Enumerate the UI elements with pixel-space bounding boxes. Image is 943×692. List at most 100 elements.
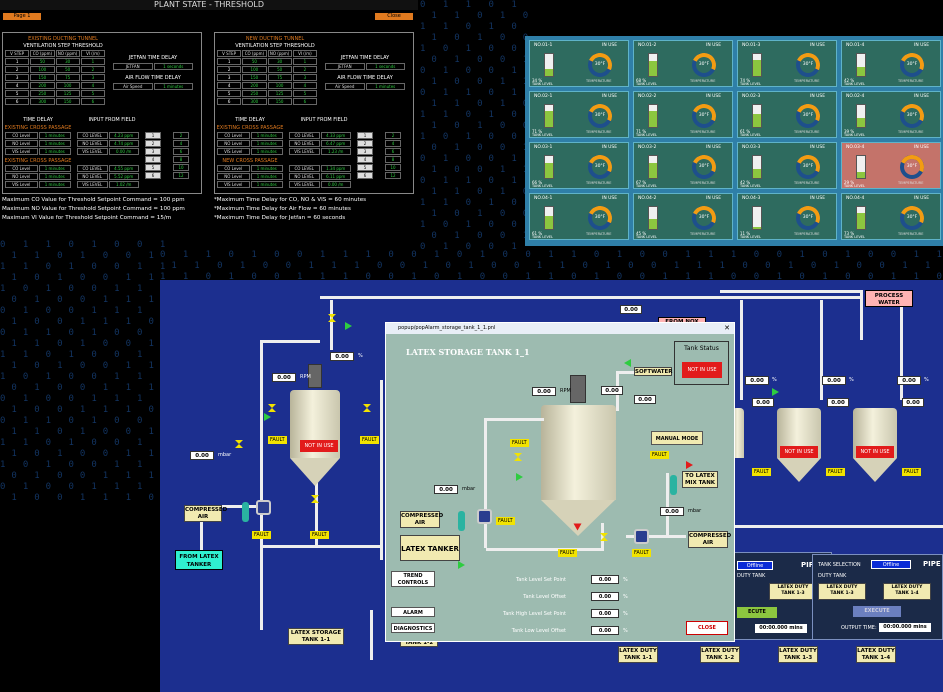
setpoint-input[interactable]: 0.00 <box>591 626 619 635</box>
pump-icon[interactable] <box>477 509 492 524</box>
jetfan-value[interactable]: 1 seconds <box>365 63 405 70</box>
table-cell[interactable]: 5 <box>80 90 105 97</box>
param-value[interactable]: 1 minutes <box>38 165 71 172</box>
param-value[interactable]: 1 minutes <box>38 173 71 180</box>
table-cell[interactable]: 6 <box>80 98 105 105</box>
param-value[interactable]: 1 minutes <box>250 181 283 188</box>
jetfan-value[interactable]: 1 seconds <box>153 63 193 70</box>
param-value[interactable]: 1 minutes <box>38 132 71 139</box>
table-cell[interactable]: 100 <box>242 66 267 73</box>
setpoint-input[interactable]: 0.00 <box>591 575 619 584</box>
pump-icon[interactable] <box>634 529 649 544</box>
popup-titlebar[interactable]: popup/popAlarm_storage_tank_1_1.pnl <box>386 323 734 334</box>
table-cell[interactable]: 75 <box>267 74 292 81</box>
table-cell[interactable]: 30 <box>55 58 80 65</box>
close-button[interactable]: Close <box>375 13 413 20</box>
table-cell[interactable]: 75 <box>55 74 80 81</box>
table-cell[interactable]: 150 <box>267 98 292 105</box>
pipe-2-execute-button[interactable]: EXECUTE <box>853 606 901 617</box>
valve-icon[interactable] <box>514 453 522 461</box>
table-cell[interactable]: 4 <box>80 82 105 89</box>
param-value[interactable]: 1 minutes <box>38 140 71 147</box>
table-cell[interactable]: 300 <box>242 98 267 105</box>
table-cell[interactable]: 150 <box>242 74 267 81</box>
table-cell[interactable]: 100 <box>55 82 80 89</box>
flow-arrow-icon <box>516 473 523 481</box>
param-value[interactable]: 1 minutes <box>250 148 283 155</box>
diagnostics-button[interactable]: DIAGNOSTICS <box>391 623 435 633</box>
table-cell[interactable]: 200 <box>30 82 55 89</box>
pipe-2-duty-b[interactable]: LATEX DUTY TANK 1-4 <box>883 583 931 600</box>
setpoint-input[interactable]: 0.00 <box>591 592 619 601</box>
param-value[interactable]: 1 minutes <box>38 181 71 188</box>
popup-close-button[interactable]: CLOSE <box>686 621 728 635</box>
table-cell[interactable]: 150 <box>30 74 55 81</box>
param-value[interactable]: 1 minutes <box>250 132 283 139</box>
table-cell[interactable]: 125 <box>267 90 292 97</box>
trend-controls-button[interactable]: TREND CONTROLS <box>391 571 435 587</box>
airflow-value[interactable]: 1 minutes <box>365 83 405 90</box>
table-cell[interactable]: 3 <box>80 74 105 81</box>
table-cell[interactable]: 2 <box>292 66 317 73</box>
close-icon[interactable]: ✕ <box>724 324 730 332</box>
table-cell[interactable]: 125 <box>55 90 80 97</box>
table-cell[interactable]: 50 <box>242 58 267 65</box>
setpoint-input[interactable]: 0.00 <box>591 609 619 618</box>
airflow-value[interactable]: 1 minutes <box>153 83 193 90</box>
table-cell[interactable]: 250 <box>242 90 267 97</box>
table-cell[interactable]: 50 <box>30 58 55 65</box>
table-cell[interactable]: 1 <box>80 58 105 65</box>
table-cell[interactable]: 100 <box>267 82 292 89</box>
table-cell[interactable]: 2 <box>80 66 105 73</box>
table-cell[interactable]: 200 <box>242 82 267 89</box>
softwater-label: SOFTWATER <box>634 367 673 376</box>
page-button[interactable]: Page 1 <box>3 13 41 20</box>
param-value[interactable]: 1 minutes <box>250 140 283 147</box>
pipe-1-duty-button[interactable]: LATEX DUTY TANK 1-3 <box>769 583 817 600</box>
table-cell[interactable]: 50 <box>55 66 80 73</box>
param-value[interactable]: 1 minutes <box>250 165 283 172</box>
table-cell[interactable]: 100 <box>30 66 55 73</box>
table-cell[interactable]: 6 <box>292 98 317 105</box>
pipe-2-duty-a[interactable]: LATEX DUTY TANK 1-3 <box>818 583 866 600</box>
table-cell[interactable]: 4 <box>292 82 317 89</box>
table-cell[interactable]: 250 <box>30 90 55 97</box>
pump-icon[interactable] <box>256 500 271 515</box>
table-cell[interactable]: 50 <box>267 66 292 73</box>
table-cell[interactable]: 150 <box>55 98 80 105</box>
table-cell[interactable]: 30 <box>267 58 292 65</box>
table-cell[interactable]: 3 <box>292 74 317 81</box>
valve-icon[interactable] <box>363 404 371 412</box>
table-cell[interactable]: 1 <box>292 58 317 65</box>
valve-icon[interactable] <box>268 404 276 412</box>
pipe-1-execute-button[interactable]: ECUTE <box>737 607 777 618</box>
manual-mode-button[interactable]: MANUAL MODE <box>651 431 703 445</box>
temperature-gauge <box>692 104 716 128</box>
param-value[interactable]: 1 minutes <box>250 173 283 180</box>
table-cell[interactable]: 5 <box>292 90 317 97</box>
param-value[interactable]: 1 minutes <box>38 148 71 155</box>
table-cell[interactable]: 300 <box>30 98 55 105</box>
alarm-button[interactable]: ALARM <box>391 607 435 617</box>
valve-icon[interactable] <box>235 440 243 448</box>
